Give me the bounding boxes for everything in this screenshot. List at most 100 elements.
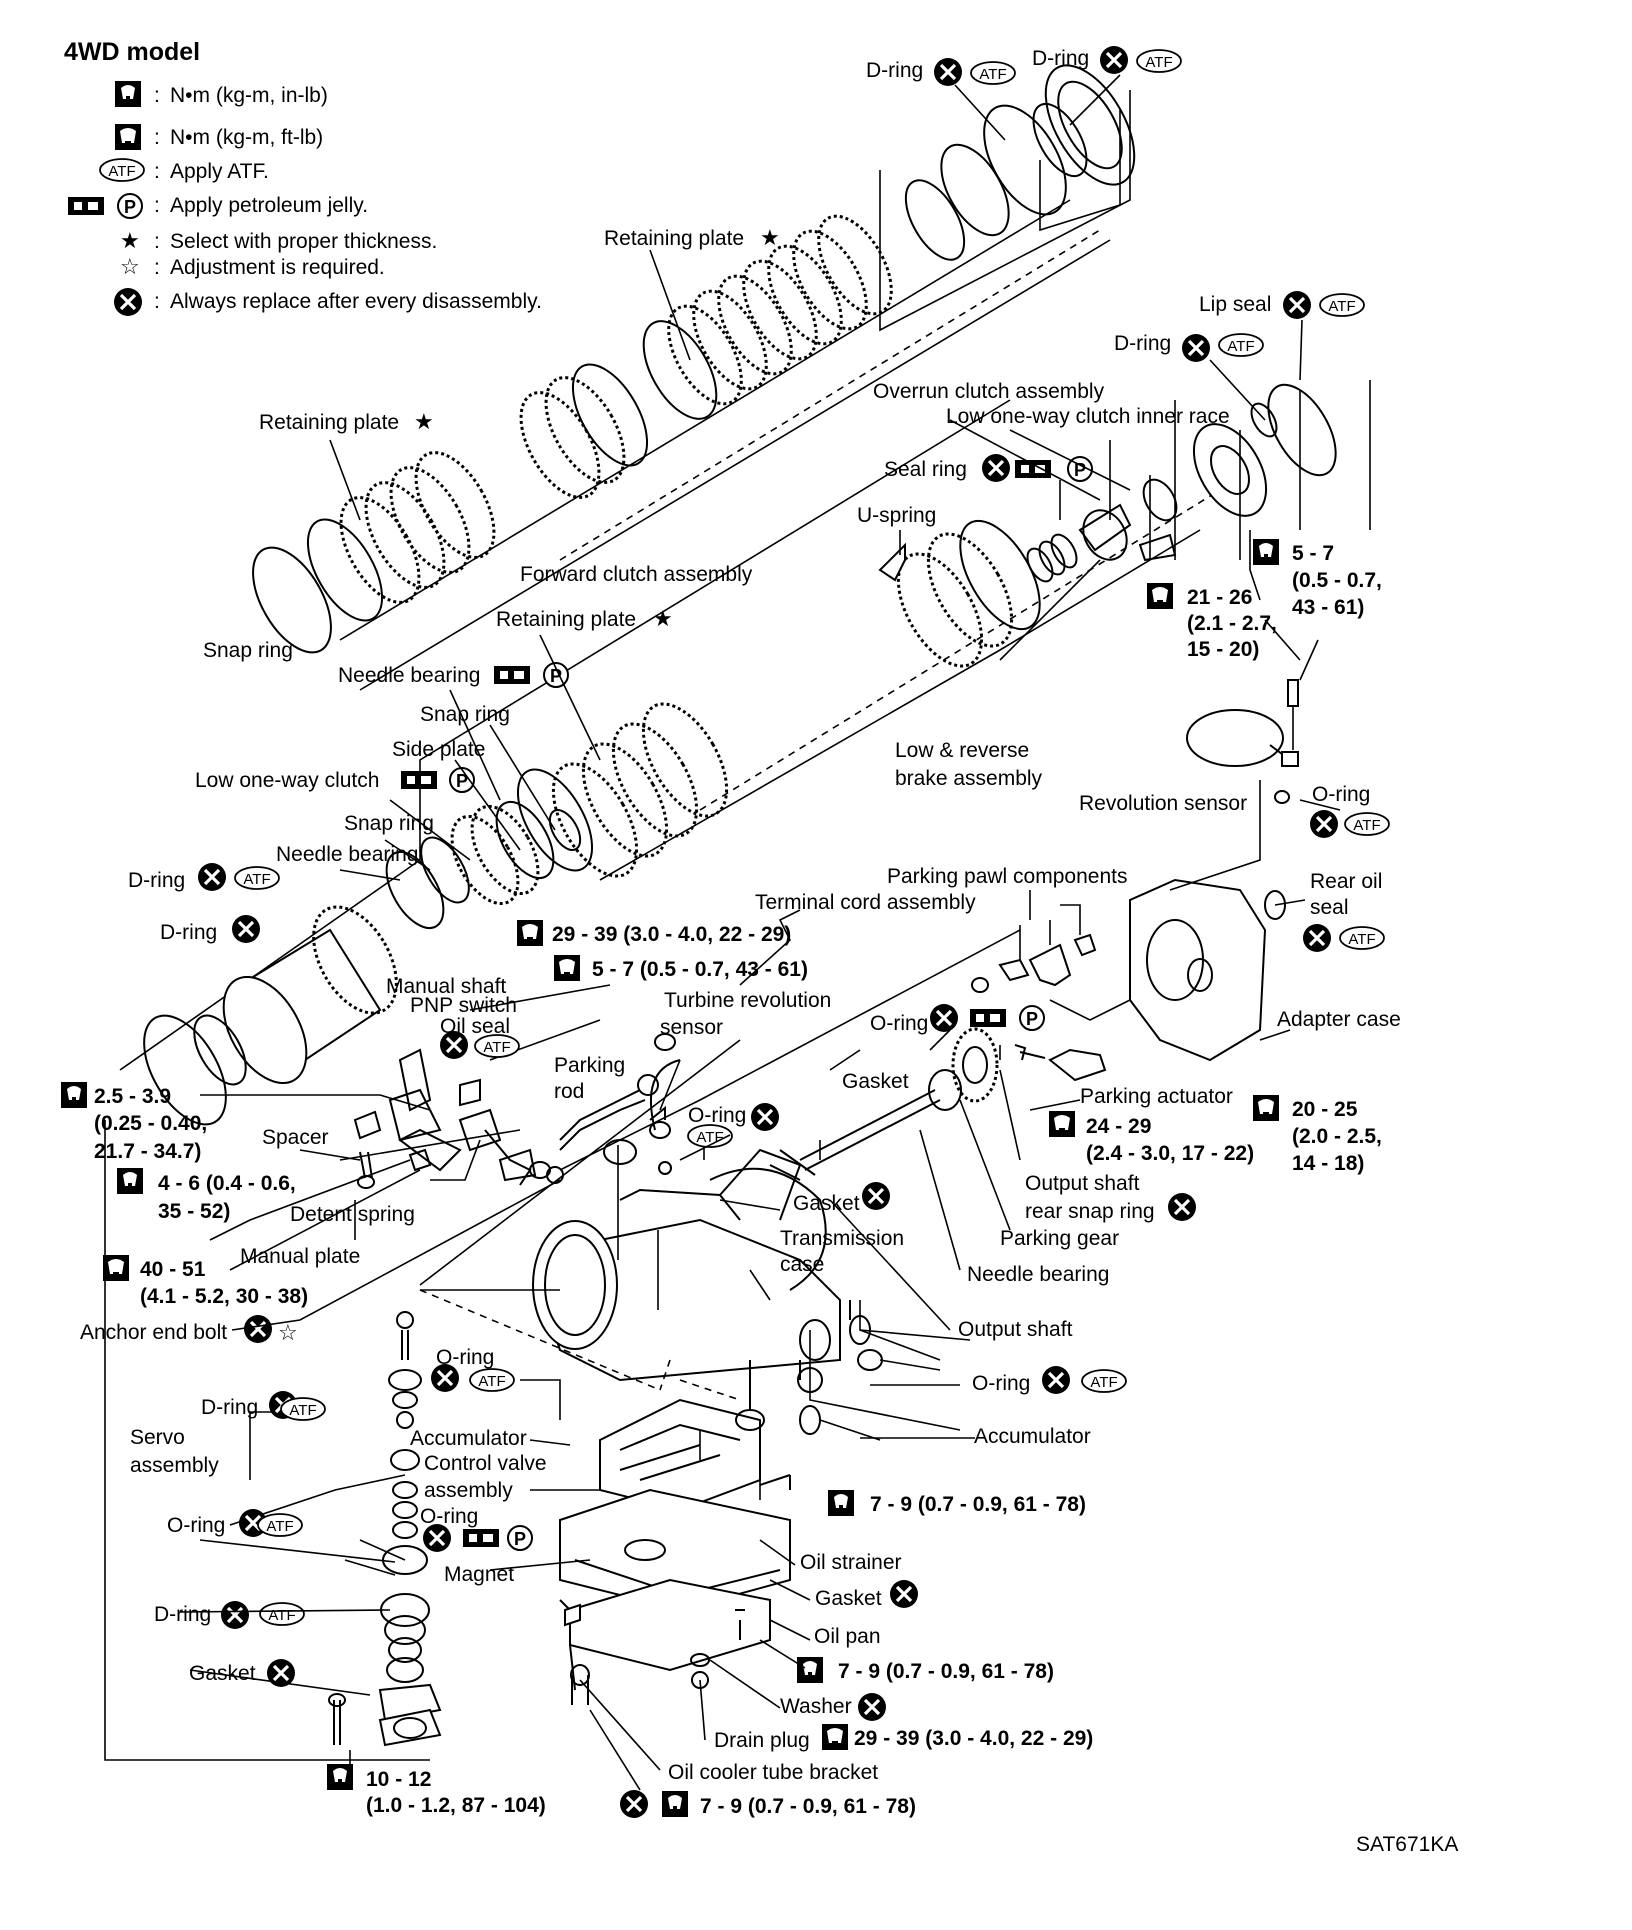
torque-wrench-icon <box>1253 1095 1279 1121</box>
jelly-p-text: P <box>124 197 136 217</box>
torque-value: 7 - 9 (0.7 - 0.9, 61 - 78) <box>870 1493 1086 1516</box>
replace-icon <box>1166 1191 1198 1223</box>
retaining-plate-label: Retaining plate <box>604 227 744 250</box>
replace-icon <box>856 1691 888 1723</box>
torque-value: 4 - 6 (0.4 - 0.6, <box>158 1172 296 1195</box>
low-oneway-clutch-part <box>450 814 520 906</box>
low-reverse-brake-label: brake assembly <box>895 767 1043 790</box>
jelly-p-text: P <box>1074 460 1086 480</box>
rear-oil-seal-label: seal <box>1310 896 1349 919</box>
d-ring-label: D-ring <box>1114 332 1171 355</box>
black-star-icon: ★ <box>760 226 780 251</box>
replace-icon <box>1281 289 1313 321</box>
petroleum-jelly-icon <box>1015 460 1051 478</box>
torque-value: (2.1 - 2.7, <box>1187 612 1277 635</box>
needle-bearing-label: Needle bearing <box>967 1263 1109 1286</box>
torque-value: (1.0 - 1.2, 87 - 104) <box>366 1794 546 1817</box>
atf-icon-text: ATF <box>289 1402 316 1419</box>
petroleum-jelly-icon <box>401 771 437 789</box>
middle-clutch-stack <box>119 399 1221 1126</box>
o-ring-label: O-ring <box>688 1104 746 1127</box>
torque-value: (4.1 - 5.2, 30 - 38) <box>140 1285 308 1308</box>
torque-value: 21.7 - 34.7) <box>94 1140 201 1163</box>
d-ring-label: D-ring <box>1032 47 1089 70</box>
oil-pan-label: Oil pan <box>814 1625 881 1648</box>
adapter-case-label: Adapter case <box>1277 1008 1401 1031</box>
torque-value: 35 - 52) <box>158 1200 230 1223</box>
atf-icon-text: ATF <box>696 1129 723 1146</box>
atf-icon-text: ATF <box>108 163 135 180</box>
atf-icon-text: ATF <box>1227 338 1254 355</box>
snap-ring-part <box>252 546 332 654</box>
output-shaft-label: Output shaft <box>958 1318 1073 1341</box>
detent-spring-label: Detent spring <box>290 1203 415 1226</box>
lip-seal-label: Lip seal <box>1199 293 1271 316</box>
jelly-p-text: P <box>550 666 562 686</box>
torque-wrench-icon <box>1253 539 1279 565</box>
low-reverse-brake-label: Low & reverse <box>895 739 1029 762</box>
replace-icon <box>112 286 144 318</box>
gasket-label: Gasket <box>793 1192 860 1215</box>
atf-icon-text: ATF <box>266 1518 293 1535</box>
accumulator-label: Accumulator <box>974 1425 1091 1448</box>
replace-icon <box>932 56 964 88</box>
torque-value: 5 - 7 (0.5 - 0.7, 43 - 61) <box>592 958 808 981</box>
side-plate-label: Side plate <box>392 738 485 761</box>
replace-icon <box>1301 922 1333 954</box>
atf-icon-text: ATF <box>268 1607 295 1624</box>
u-spring-label: U-spring <box>857 504 936 527</box>
needle-bearing-label: Needle bearing <box>276 843 418 866</box>
servo-assembly-part <box>104 1120 442 1761</box>
star-icons: ★ ★ ★ ☆ <box>278 226 780 1346</box>
torque-wrench-icon <box>1147 583 1173 609</box>
leader-lines <box>179 74 1341 1791</box>
forward-clutch-part <box>339 363 649 604</box>
parking-pawl-label: Parking pawl components <box>887 865 1127 888</box>
magnet-label: Magnet <box>444 1563 514 1586</box>
d-ring-label: D-ring <box>160 921 217 944</box>
snap-ring-label: Snap ring <box>344 812 434 835</box>
black-star-icon: ★ <box>120 229 140 254</box>
o-ring-label: O-ring <box>167 1514 225 1537</box>
pnp-switch-label: PNP switch <box>410 994 517 1017</box>
torque-wrench-icon <box>61 1082 87 1108</box>
replace-icon <box>242 1313 274 1345</box>
torque-value: 43 - 61) <box>1292 596 1364 619</box>
right-components <box>769 380 1371 1271</box>
needle-bearing-part <box>385 851 445 929</box>
atf-icon-text: ATF <box>1353 817 1380 834</box>
petroleum-jelly-icon <box>68 197 104 215</box>
turbine-revolution-sensor-label: Turbine revolution <box>664 989 831 1012</box>
atf-icon-text: ATF <box>979 66 1006 83</box>
retaining-plate-label: Retaining plate <box>259 411 399 434</box>
black-star-icon: ★ <box>653 607 673 632</box>
diagram-title: 4WD model <box>64 38 200 66</box>
legend-text: Always replace after every disassembly. <box>170 290 542 313</box>
snap-ring-label: Snap ring <box>420 703 510 726</box>
servo-assembly-label: assembly <box>130 1454 219 1477</box>
torque-value: (0.25 - 0.40, <box>94 1112 207 1135</box>
legend-text: Adjustment is required. <box>170 256 385 279</box>
control-valve-label: Control valve <box>424 1452 547 1475</box>
parking-gear-part <box>951 1027 999 1103</box>
turbine-revolution-sensor-label: sensor <box>660 1016 723 1039</box>
output-shaft-snap-ring-label: rear snap ring <box>1025 1200 1155 1223</box>
torque-value: 29 - 39 (3.0 - 4.0, 22 - 29) <box>854 1727 1093 1750</box>
legend-sep: : <box>154 126 160 149</box>
part-labels: D-ring D-ring Retaining plate Lip seal D… <box>80 47 1401 1784</box>
low-oneway-inner-race-label: Low one-way clutch inner race <box>946 405 1230 428</box>
drain-plug-label: Drain plug <box>714 1729 810 1752</box>
torque-value: (2.4 - 3.0, 17 - 22) <box>1086 1142 1254 1165</box>
snap-ring-label: Snap ring <box>203 639 293 662</box>
transmission-case-label: Transmission <box>780 1227 904 1250</box>
oil-cooler-bracket-label: Oil cooler tube bracket <box>668 1761 878 1784</box>
seal-ring-label: Seal ring <box>884 458 967 481</box>
torque-value: 15 - 20) <box>1187 638 1259 661</box>
anchor-end-bolt-label: Anchor end bolt <box>80 1321 227 1344</box>
jelly-p-text: P <box>456 771 468 791</box>
d-ring-label: D-ring <box>866 59 923 82</box>
torque-wrench-icon <box>115 81 141 107</box>
low-oneway-clutch-label: Low one-way clutch <box>195 769 379 792</box>
low-reverse-brake-part <box>551 519 1041 878</box>
output-shaft-part <box>799 1089 936 1161</box>
